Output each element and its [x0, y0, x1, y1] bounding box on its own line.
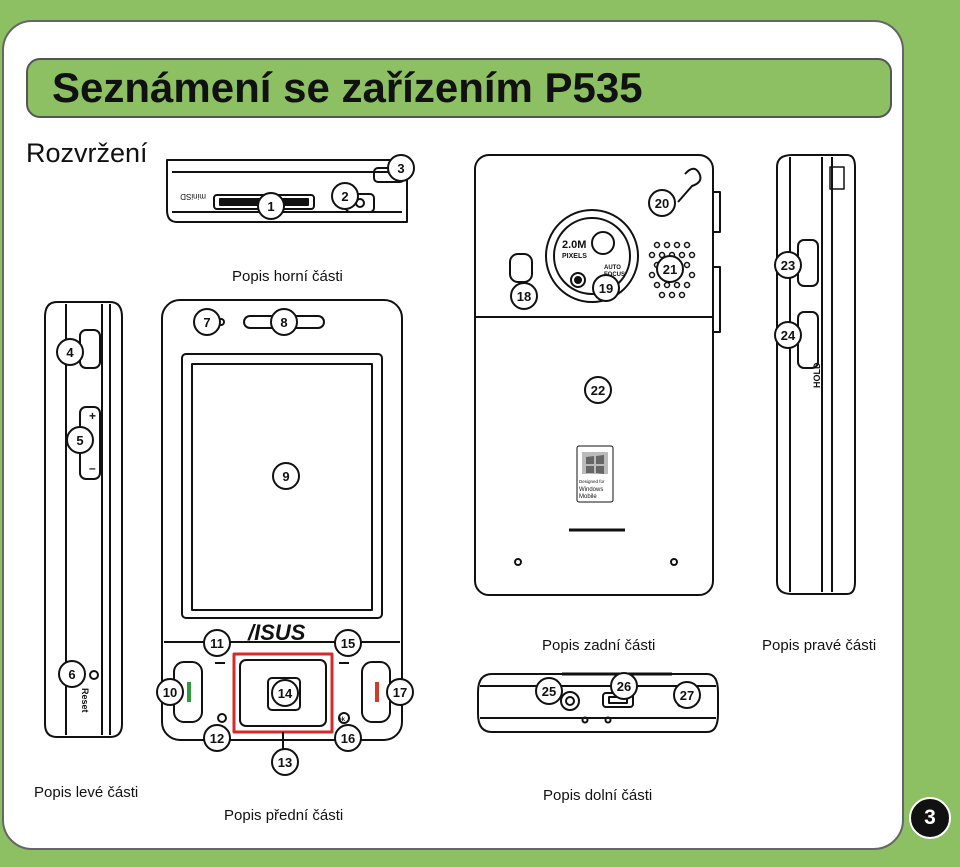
reset-label: Reset — [80, 688, 90, 713]
callout-22: 22 — [584, 376, 612, 404]
left-view-diagram: + – Reset — [44, 301, 123, 738]
page-title: Seznámení se zařízením P535 — [52, 64, 643, 111]
minisd-label: miniSD — [180, 192, 206, 201]
title-banner: Seznámení se zařízením P535 — [26, 58, 892, 118]
page-number: 3 — [909, 797, 951, 839]
callout-26: 26 — [610, 672, 638, 700]
device-diagrams: miniSD 2.0M PIXELS AUTO FOCUS — [44, 154, 856, 750]
callout-14: 14 — [271, 679, 299, 707]
windows-mobile-logo: Designed for Windows Mobile — [576, 445, 614, 503]
callout-1: 1 — [257, 192, 285, 220]
caption-left-view: Popis levé části — [34, 784, 139, 801]
right-view-diagram: HOLD — [776, 154, 856, 595]
caption-front-view: Popis přední části — [224, 807, 344, 824]
caption-back-view: Popis zadní části — [542, 637, 656, 654]
callout-15: 15 — [334, 629, 362, 657]
callout-2: 2 — [331, 182, 359, 210]
svg-text:FOCUS: FOCUS — [604, 272, 625, 278]
callout-4: 4 — [56, 338, 84, 366]
callout-11: 11 — [203, 629, 231, 657]
asus-logo: /ISUS — [247, 620, 306, 645]
caption-bottom-view: Popis dolní části — [543, 787, 653, 804]
callout-23: 23 — [774, 251, 802, 279]
manual-page: Seznámení se zařízením P535 Rozvržení mi… — [2, 20, 904, 850]
callout-25: 25 — [535, 677, 563, 705]
callout-20: 20 — [648, 189, 676, 217]
callout-5: 5 — [66, 426, 94, 454]
svg-text:Windows: Windows — [579, 487, 603, 493]
front-view-diagram: /ISUS ok — [161, 299, 403, 750]
svg-text:AUTO: AUTO — [604, 265, 621, 271]
callout-27: 27 — [673, 681, 701, 709]
callout-13: 13 — [271, 748, 299, 776]
callout-24: 24 — [774, 321, 802, 349]
caption-top-view: Popis horní části — [232, 268, 343, 285]
hold-label: HOLD — [812, 362, 822, 388]
callout-19: 19 — [592, 274, 620, 302]
callout-16: 16 — [334, 724, 362, 752]
callout-8: 8 — [270, 308, 298, 336]
callout-17: 17 — [386, 678, 414, 706]
callout-10: 10 — [156, 678, 184, 706]
caption-right-view: Popis pravé části — [762, 637, 877, 654]
callout-12: 12 — [203, 724, 231, 752]
svg-text:+: + — [89, 409, 96, 423]
svg-text:Designed for: Designed for — [579, 479, 605, 484]
callout-9: 9 — [272, 462, 300, 490]
svg-text:–: – — [89, 461, 96, 475]
callout-3: 3 — [387, 154, 415, 182]
svg-text:ok: ok — [338, 717, 346, 723]
section-title: Rozvržení — [26, 138, 148, 168]
svg-text:Mobile: Mobile — [579, 494, 597, 500]
bottom-view-diagram — [477, 672, 719, 733]
callout-18: 18 — [510, 282, 538, 310]
callout-6: 6 — [58, 660, 86, 688]
back-view-diagram: 2.0M PIXELS AUTO FOCUS Designed for Wind… — [474, 154, 721, 596]
svg-text:PIXELS: PIXELS — [562, 253, 587, 260]
top-view-diagram: miniSD — [166, 159, 408, 223]
callout-7: 7 — [193, 308, 221, 336]
camera-megapixel-label: 2.0M — [562, 239, 586, 251]
callout-21: 21 — [656, 255, 684, 283]
